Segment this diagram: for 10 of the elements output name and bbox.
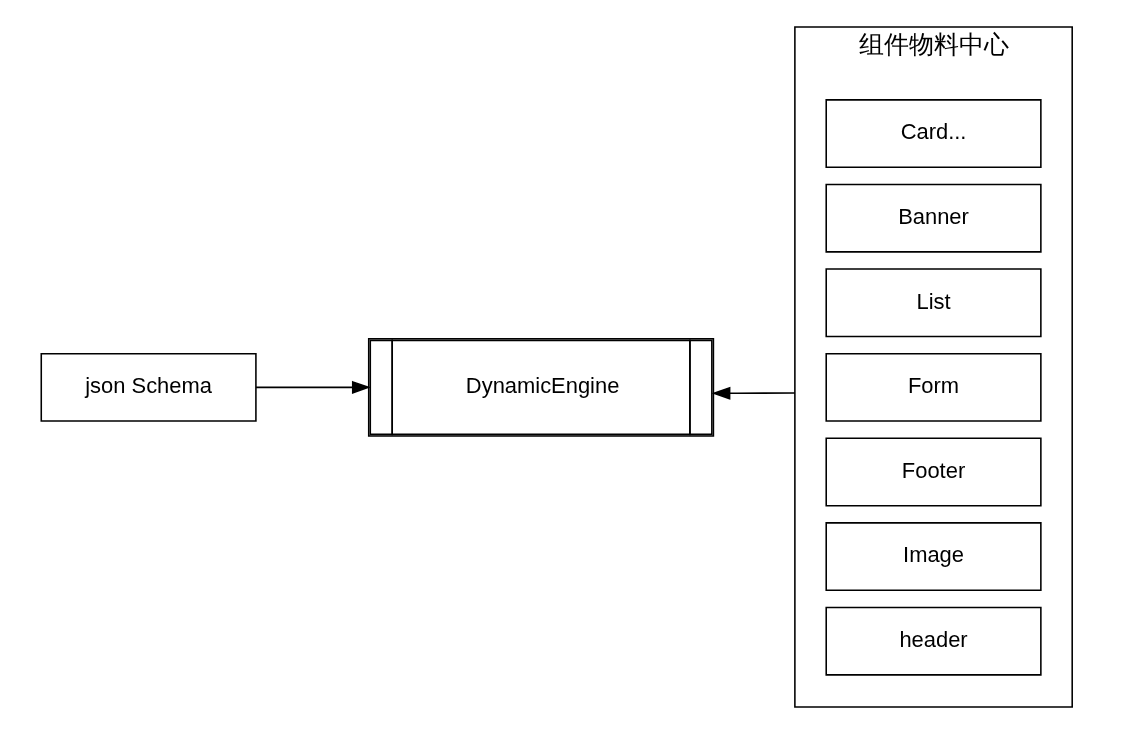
node-box: Footer xyxy=(825,437,1042,507)
node-box: Card... xyxy=(825,99,1042,169)
node-box: Image xyxy=(825,522,1042,592)
arrow xyxy=(255,380,371,394)
node-box: List xyxy=(825,268,1042,338)
node-box: Form xyxy=(825,352,1042,422)
node-box: Banner xyxy=(825,183,1042,253)
node-box: header xyxy=(825,606,1042,676)
arrow xyxy=(711,386,796,400)
node-box: json Schema xyxy=(40,352,257,422)
